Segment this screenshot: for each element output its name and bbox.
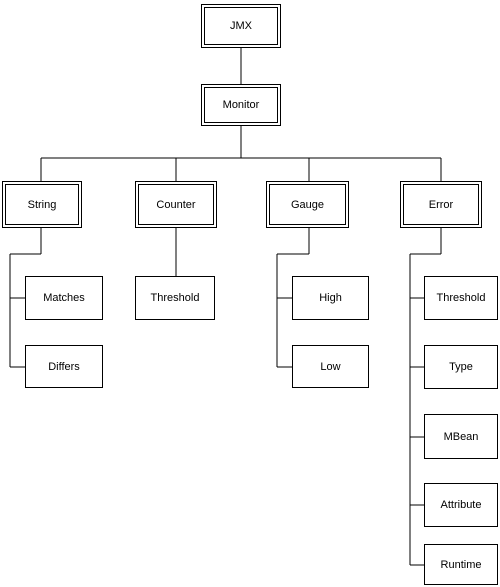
node-error: Error <box>400 181 482 228</box>
node-error-runtime: Runtime <box>424 544 498 585</box>
node-error-attribute: Attribute <box>424 483 498 527</box>
node-string-matches: Matches <box>25 276 103 320</box>
node-gauge-high: High <box>292 276 369 320</box>
node-gauge: Gauge <box>266 181 349 228</box>
node-monitor: Monitor <box>201 84 281 126</box>
node-counter: Counter <box>135 181 217 228</box>
node-jmx: JMX <box>201 4 281 48</box>
node-error-type: Type <box>424 345 498 389</box>
node-error-threshold: Threshold <box>424 276 498 320</box>
node-gauge-low: Low <box>292 345 369 388</box>
node-error-mbean: MBean <box>424 414 498 459</box>
node-string-differs: Differs <box>25 345 103 388</box>
node-counter-threshold: Threshold <box>135 276 215 320</box>
node-string: String <box>2 181 82 228</box>
